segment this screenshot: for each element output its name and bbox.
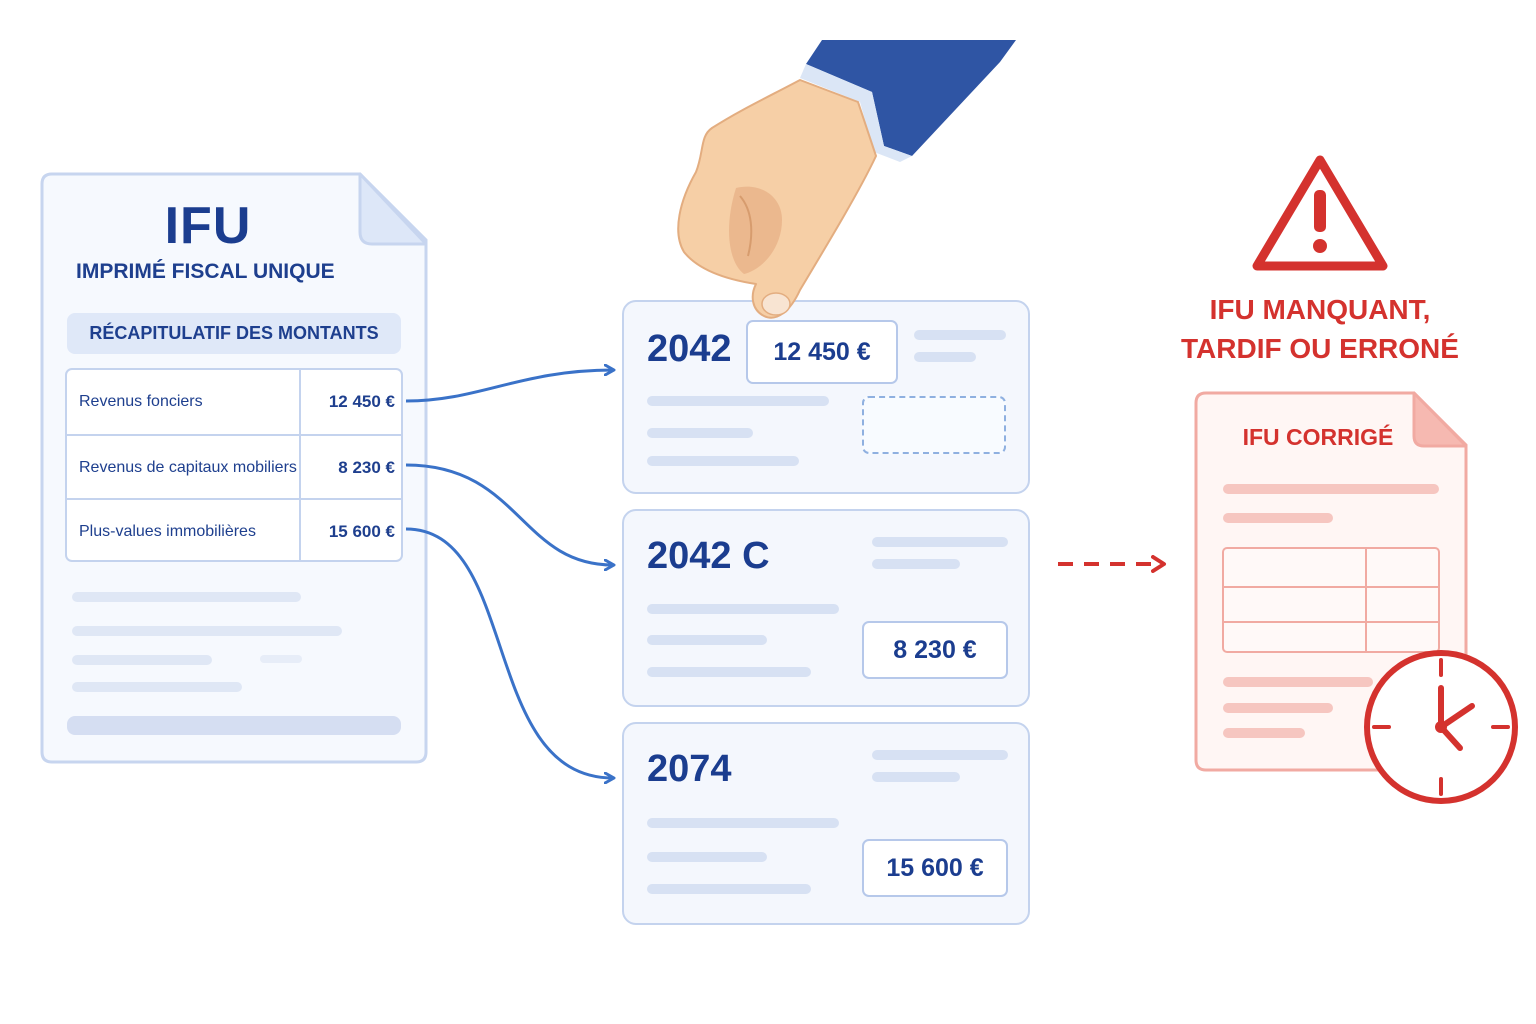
placeholder-line [647,428,753,438]
warning-line-2: TARDIF OU ERRONÉ [1181,333,1459,364]
placeholder-line [647,456,799,466]
row-amount: 15 600 € [328,522,395,541]
placeholder-line [872,772,960,782]
warning-line-1: IFU MANQUANT, [1209,294,1431,325]
arrow-capitaux-mobiliers-to-2042c [405,463,613,565]
arrow-revenus-fonciers-to-2042 [405,370,613,403]
empty-amount-slot [862,396,1006,454]
ifu-subtitle: IMPRIMÉ FISCAL UNIQUE [76,260,335,283]
form-2074-card: 2074 15 600 € [622,722,1030,925]
placeholder-line [872,537,1008,547]
row-label: Plus-values immobilières [79,523,256,540]
corrected-ifu-title: IFU CORRIGÉ [1242,424,1394,450]
ifu-summary-table: Revenus fonciers 12 450 € Revenus de cap… [65,368,403,562]
table-row-revenus-fonciers: Revenus fonciers 12 450 € [67,370,401,434]
placeholder-line [914,330,1006,340]
ifu-title: IFU [164,197,252,255]
form-number: 2042 C [647,535,770,577]
arrow-plus-values-to-2074 [405,527,613,778]
warning-message: IFU MANQUANT, TARDIF OU ERRONÉ [1150,290,1490,368]
row-amount: 8 230 € [338,458,395,477]
form-2042-card: 2042 12 450 € [622,300,1030,494]
warning-triangle-icon [1252,155,1388,271]
amount-card: 8 230 € [862,621,1008,679]
placeholder-line [872,750,1008,760]
placeholder-line [647,667,811,677]
table-column-divider [299,370,301,560]
table-row-plus-values: Plus-values immobilières 15 600 € [67,498,401,560]
placeholder-line [914,352,976,362]
form-2042c-card: 2042 C 8 230 € [622,509,1030,707]
placeholder-line [647,818,839,828]
placeholder-line [647,396,829,406]
clock-icon [1364,650,1518,804]
row-label: Revenus fonciers [79,393,203,410]
placeholder-line [647,884,811,894]
form-number: 2074 [647,748,732,790]
placeholder-line [647,635,767,645]
amount-card: 12 450 € [746,320,898,384]
placeholder-line [647,604,839,614]
row-label: Revenus de capitaux mobiliers [79,459,297,476]
table-row-capitaux-mobiliers: Revenus de capitaux mobiliers 8 230 € [67,434,401,500]
placeholder-line [872,559,960,569]
summary-header: RÉCAPITULATIF DES MONTANTS [67,313,401,354]
amount-card: 15 600 € [862,839,1008,897]
form-number: 2042 [647,328,732,370]
row-amount: 12 450 € [328,392,395,411]
placeholder-line [647,852,767,862]
